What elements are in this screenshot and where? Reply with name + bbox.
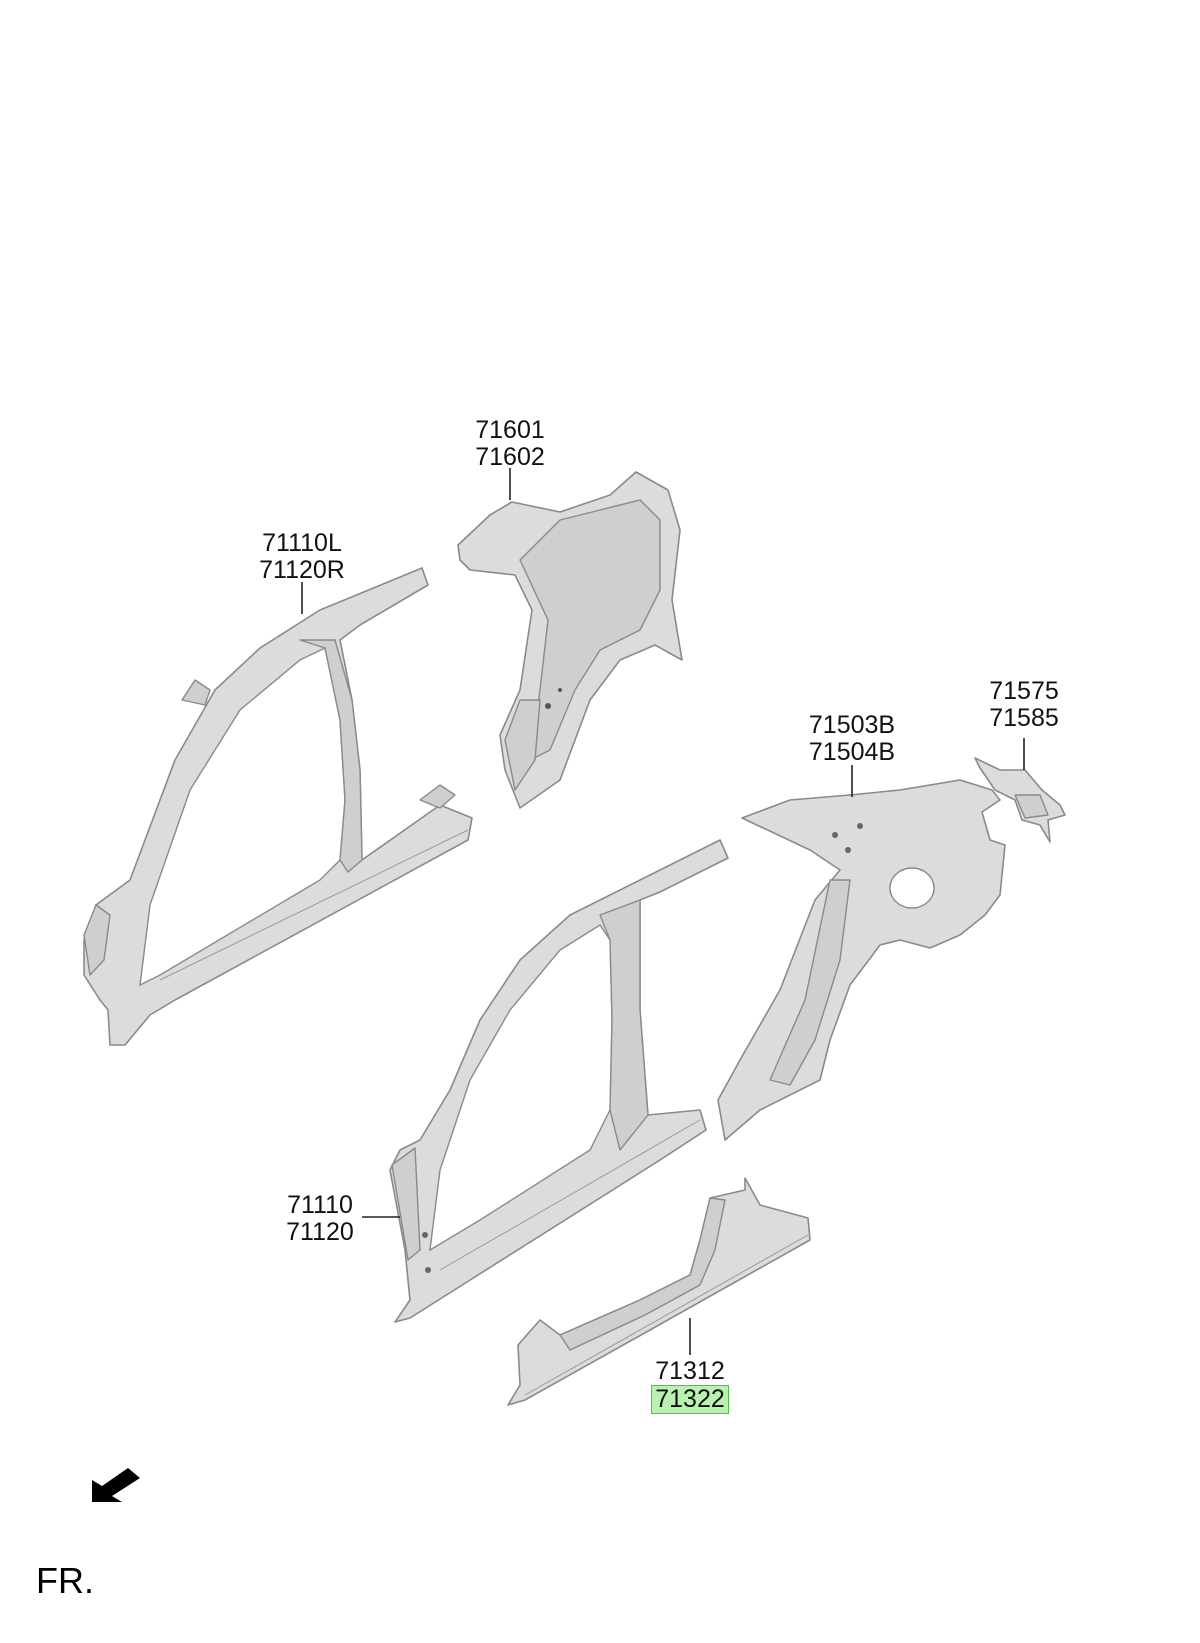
part-label-side-outer[interactable]: 71110 71120	[286, 1191, 354, 1246]
quarter-panel[interactable]	[717, 779, 1006, 1141]
highlighted-part-number[interactable]: 71322	[651, 1385, 729, 1414]
side-sill-panel[interactable]	[507, 1177, 811, 1406]
front-direction-label: FR.	[36, 1560, 94, 1601]
part-label-sill-panel[interactable]: 71312 71322	[642, 1358, 738, 1414]
side-outer-frame-left[interactable]	[83, 567, 473, 1046]
rear-inner-panel[interactable]	[457, 471, 683, 809]
part-label-quarter-bracket[interactable]: 71575 71585	[989, 677, 1059, 732]
quarter-bracket[interactable]	[974, 757, 1066, 843]
part-label-rear-inner[interactable]: 71601 71602	[475, 416, 545, 471]
front-arrow-icon	[92, 1468, 140, 1502]
part-label-quarter-panel[interactable]: 71503B 71504B	[808, 711, 896, 766]
side-outer-frame[interactable]	[389, 839, 729, 1323]
part-label-side-outer-left[interactable]: 71110L 71120R	[259, 529, 345, 584]
